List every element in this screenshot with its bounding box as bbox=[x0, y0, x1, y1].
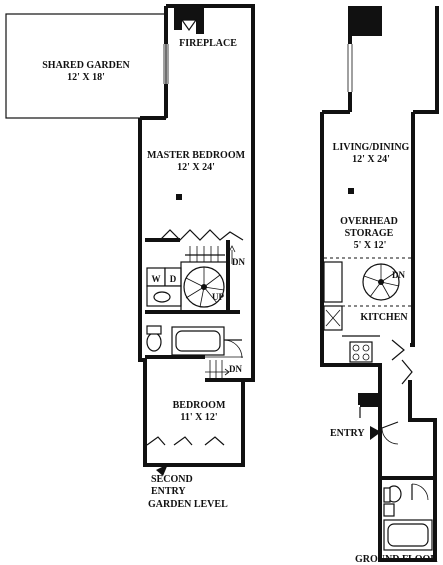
overhead-storage-label-1: OVERHEAD bbox=[340, 216, 398, 227]
ground-stair-dn-label: DN bbox=[392, 270, 405, 280]
kitchen-sink-x bbox=[325, 309, 341, 327]
ground-bath-door-swing bbox=[411, 483, 429, 501]
shared-garden-label: SHARED GARDEN bbox=[42, 60, 130, 71]
garden-level-label: GARDEN LEVEL bbox=[148, 499, 228, 510]
stair-dn-label-1: DN bbox=[232, 257, 245, 267]
garden-level-plan: W D UP DN bbox=[5, 4, 255, 476]
range-burners bbox=[352, 344, 370, 361]
lower-stair bbox=[205, 356, 243, 380]
stair-up-label: UP bbox=[212, 292, 224, 302]
toilet-tank bbox=[146, 325, 162, 335]
living-dining-size: 12' X 24' bbox=[352, 154, 390, 165]
kitchen-label: KITCHEN bbox=[360, 312, 408, 323]
dryer-label: D bbox=[170, 274, 177, 284]
spiral-stair-garden bbox=[180, 261, 228, 313]
ground-floor-plan: DN bbox=[320, 6, 439, 562]
overhead-storage-size: 5' X 12' bbox=[354, 240, 387, 251]
second-entry-arrow bbox=[156, 464, 168, 476]
ground-sink bbox=[383, 503, 395, 517]
garden-level-exterior-wall bbox=[138, 4, 255, 467]
ground-toilet-tank bbox=[383, 487, 391, 503]
second-entry-label-2: ENTRY bbox=[151, 486, 186, 497]
kitchen-counter-upper bbox=[323, 261, 343, 303]
entry-wall-block bbox=[360, 395, 382, 407]
master-closet-doors bbox=[145, 229, 244, 241]
entry-arrow bbox=[370, 426, 381, 440]
ground-bathtub bbox=[383, 519, 433, 551]
bedroom-size: 11' X 12' bbox=[180, 412, 217, 423]
spiral-stair-ground bbox=[362, 263, 400, 301]
chimney bbox=[352, 6, 382, 36]
entry-closet-doors bbox=[391, 339, 413, 385]
overhead-storage-label-2: STORAGE bbox=[345, 228, 394, 239]
stair-dn-arrow-1 bbox=[228, 245, 236, 264]
master-bedroom-size: 12' X 24' bbox=[177, 162, 215, 173]
washer-label: W bbox=[152, 274, 161, 284]
fireplace-label: FIREPLACE bbox=[179, 38, 237, 49]
bath-door-swing bbox=[223, 339, 243, 359]
ceiling-light bbox=[176, 194, 182, 200]
kitchen-range bbox=[349, 341, 373, 363]
entry-door bbox=[381, 421, 399, 429]
entry-label: ENTRY bbox=[330, 428, 365, 439]
laundry-sink bbox=[153, 291, 171, 303]
shared-garden-area bbox=[5, 13, 167, 119]
second-entry-label-1: SECOND bbox=[151, 474, 193, 485]
master-bedroom-label: MASTER BEDROOM bbox=[147, 150, 246, 161]
entry-door-swing bbox=[381, 427, 399, 445]
living-dining-label: LIVING/DINING bbox=[333, 142, 410, 153]
bathtub-inner bbox=[175, 330, 221, 352]
laundry-counter bbox=[146, 285, 182, 307]
toilet-bowl bbox=[146, 332, 162, 352]
fireplace-hearth bbox=[180, 19, 198, 32]
stair-dn-label-2: DN bbox=[229, 364, 242, 374]
shared-garden-size: 12' X 18' bbox=[67, 72, 105, 83]
bedroom-closet-doors bbox=[146, 436, 225, 446]
closet-hangers bbox=[189, 246, 219, 262]
bedroom-label: BEDROOM bbox=[173, 400, 226, 411]
ground-floor-label: GROUND FLOOR bbox=[355, 554, 438, 565]
ground-top-wall bbox=[348, 6, 439, 114]
ground-bathtub-inner bbox=[387, 523, 429, 547]
ground-ceiling-light-1 bbox=[348, 188, 354, 194]
entry-corridor-wall bbox=[378, 380, 437, 562]
